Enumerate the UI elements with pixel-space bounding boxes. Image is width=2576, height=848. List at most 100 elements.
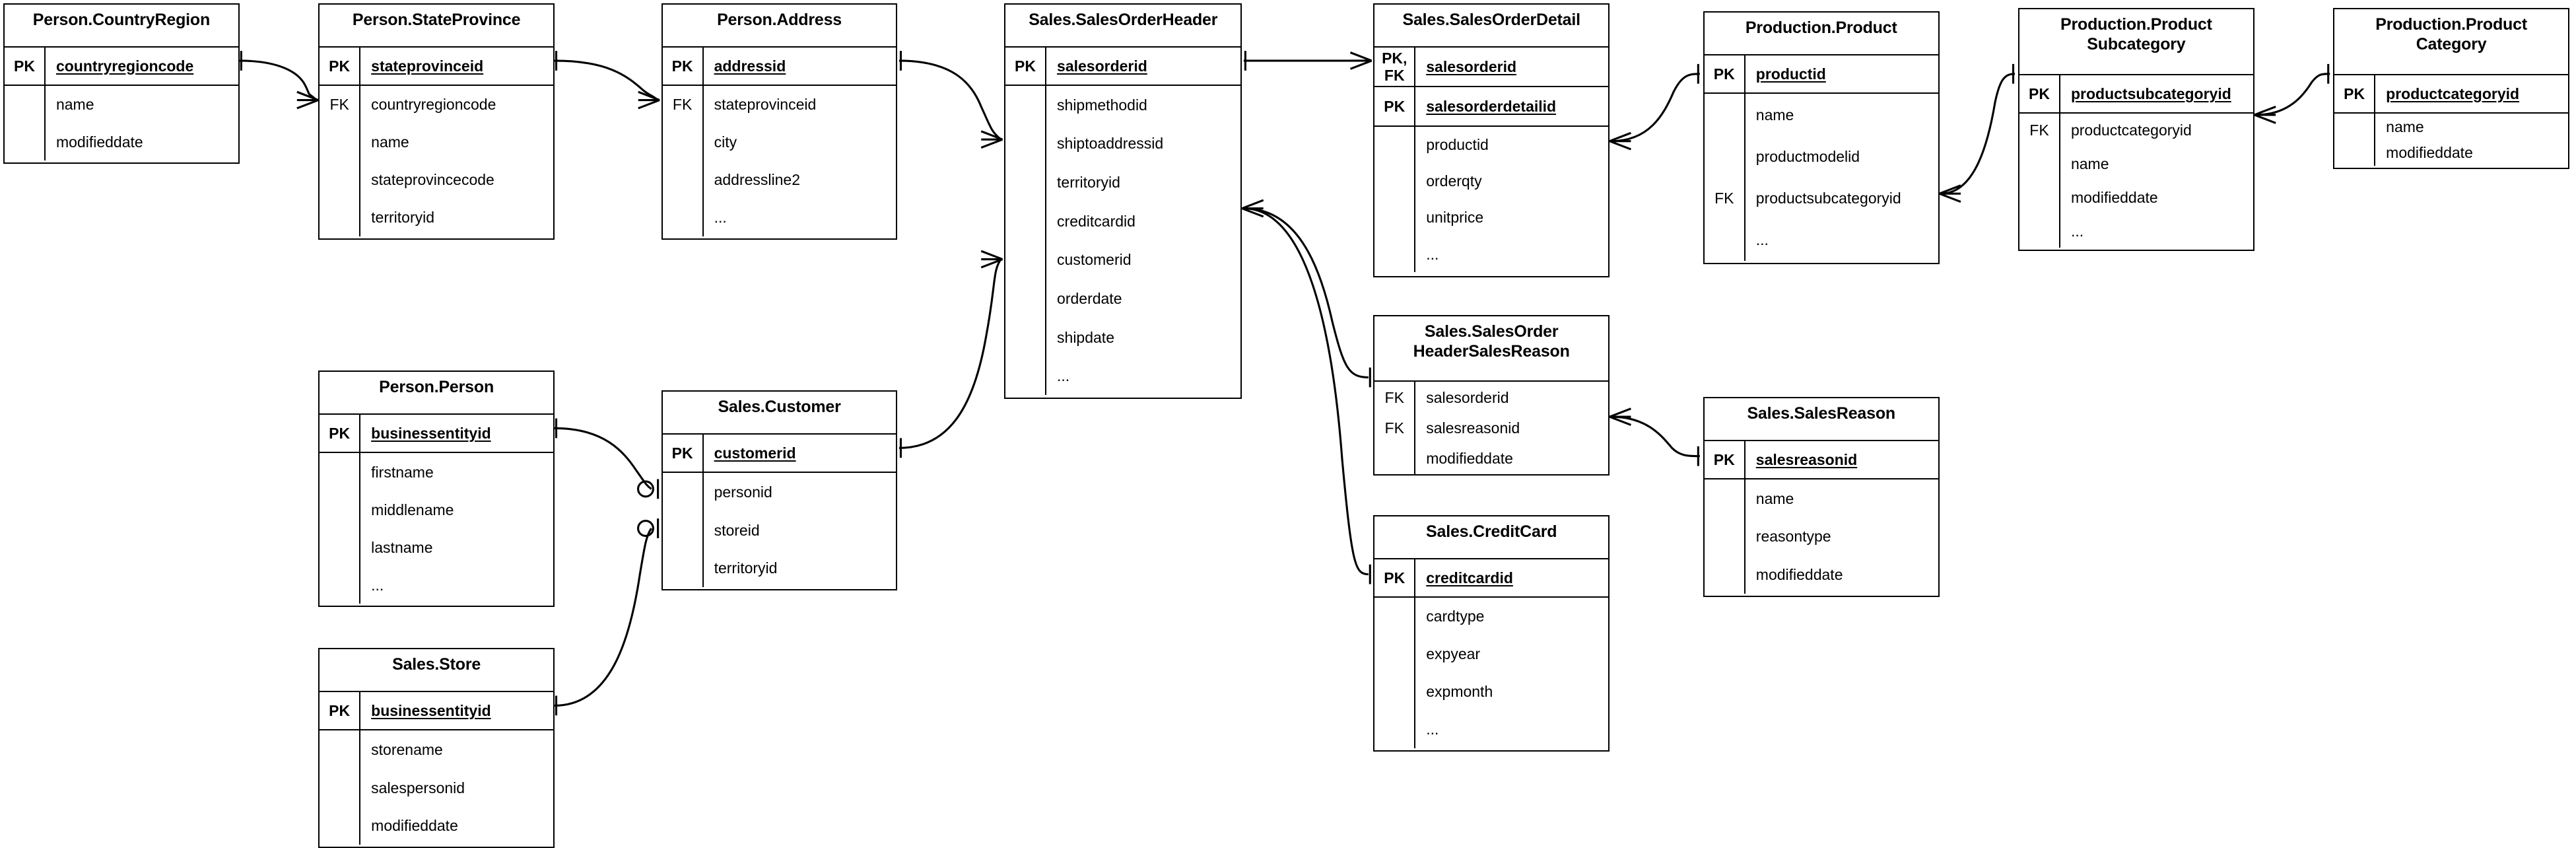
field-name: ... bbox=[371, 576, 384, 594]
field-name: productsubcategoryid bbox=[1755, 189, 1901, 207]
crowsfoot-3 bbox=[980, 130, 1003, 149]
field-name: addressline2 bbox=[714, 171, 801, 189]
field-name: city bbox=[714, 133, 737, 151]
field-name: productid bbox=[1426, 136, 1489, 154]
key-badge: PK bbox=[1374, 87, 1416, 125]
attribute-row: modifieddate bbox=[2334, 139, 2568, 166]
attribute-row: storeid bbox=[663, 511, 897, 549]
key-badge bbox=[663, 549, 704, 588]
attribute-row: creditcardid bbox=[1005, 201, 1240, 240]
key-badge bbox=[1705, 93, 1746, 136]
entity-title: Production.Product bbox=[1704, 13, 1938, 55]
attribute-row: stateprovincecode bbox=[320, 160, 553, 199]
zero-circle-2 bbox=[636, 520, 654, 537]
field-name: shipdate bbox=[1057, 328, 1114, 346]
key-badge bbox=[320, 768, 361, 807]
attribute-row: modifieddate bbox=[5, 123, 238, 161]
entity-title: Person.CountryRegion bbox=[4, 5, 238, 48]
field-cell: modifieddate bbox=[360, 816, 553, 835]
field-name: salesorderdetailid bbox=[1426, 97, 1557, 115]
field-cell: modifieddate bbox=[2060, 188, 2253, 207]
attribute-row: ... bbox=[2019, 214, 2253, 248]
field-cell: ... bbox=[1415, 720, 1608, 738]
edge-person-customer bbox=[555, 427, 652, 490]
field-cell: addressid bbox=[704, 57, 897, 75]
field-name: name bbox=[55, 95, 94, 113]
field-cell: creditcardid bbox=[1046, 212, 1240, 230]
entity-title: Production.Product Category bbox=[2334, 9, 2569, 75]
crowsfoot-10 bbox=[1609, 407, 1631, 426]
field-name: orderqty bbox=[1426, 172, 1482, 190]
field-cell: salesreasonid bbox=[1746, 450, 1938, 469]
key-badge bbox=[663, 198, 704, 236]
key-badge: PK bbox=[320, 415, 361, 452]
attribute-row: name bbox=[320, 123, 553, 161]
field-cell: cardtype bbox=[1415, 607, 1608, 625]
field-cell: name bbox=[360, 133, 553, 151]
attribute-row: orderdate bbox=[1005, 279, 1240, 318]
field-cell: territoryid bbox=[360, 208, 553, 227]
attribute-row: middlename bbox=[320, 491, 553, 529]
key-badge bbox=[1005, 240, 1047, 279]
key-badge bbox=[320, 491, 361, 529]
field-cell: expyear bbox=[1415, 645, 1608, 663]
key-row: PK salesorderdetailid bbox=[1374, 87, 1609, 127]
field-name: cardtype bbox=[1426, 608, 1485, 625]
key-badge: PK bbox=[663, 47, 704, 85]
key-badge bbox=[1374, 236, 1416, 273]
field-cell: creditcardid bbox=[1415, 569, 1608, 587]
field-name: ... bbox=[1755, 231, 1769, 249]
key-badge bbox=[320, 198, 361, 236]
edge-salesorderheader-creditcard bbox=[1243, 207, 1369, 576]
field-name: stateprovinceid bbox=[714, 96, 817, 114]
field-cell: stateprovinceid bbox=[360, 57, 553, 75]
attribute-row: productmodelid bbox=[1705, 135, 1938, 178]
key-badge bbox=[2334, 113, 2376, 140]
key-badge bbox=[663, 160, 704, 199]
field-cell: countryregioncode bbox=[360, 95, 553, 114]
field-cell: ... bbox=[704, 208, 897, 227]
crowsfoot-4 bbox=[1349, 52, 1373, 70]
edge-stateprovince-address bbox=[555, 59, 659, 101]
field-name: salesorderid bbox=[1426, 388, 1509, 406]
field-cell: countryregioncode bbox=[46, 57, 238, 75]
field-name: personid bbox=[714, 483, 772, 501]
field-cell: customerid bbox=[1046, 250, 1240, 269]
edge-store-customer bbox=[555, 528, 652, 707]
field-name: modifieddate bbox=[2386, 143, 2473, 161]
field-name: orderdate bbox=[1057, 289, 1122, 307]
field-name: reasontype bbox=[1755, 528, 1831, 546]
field-cell: shipdate bbox=[1046, 328, 1240, 347]
field-name: creditcardid bbox=[1057, 212, 1135, 230]
attribute-row: unitprice bbox=[1374, 199, 1608, 236]
field-cell: productsubcategoryid bbox=[1746, 189, 1938, 207]
field-name: firstname bbox=[371, 463, 434, 481]
attribute-row: modifieddate bbox=[2019, 180, 2253, 215]
attribute-row: territoryid bbox=[663, 549, 897, 588]
entity-title: Production.Product Subcategory bbox=[2019, 9, 2253, 75]
